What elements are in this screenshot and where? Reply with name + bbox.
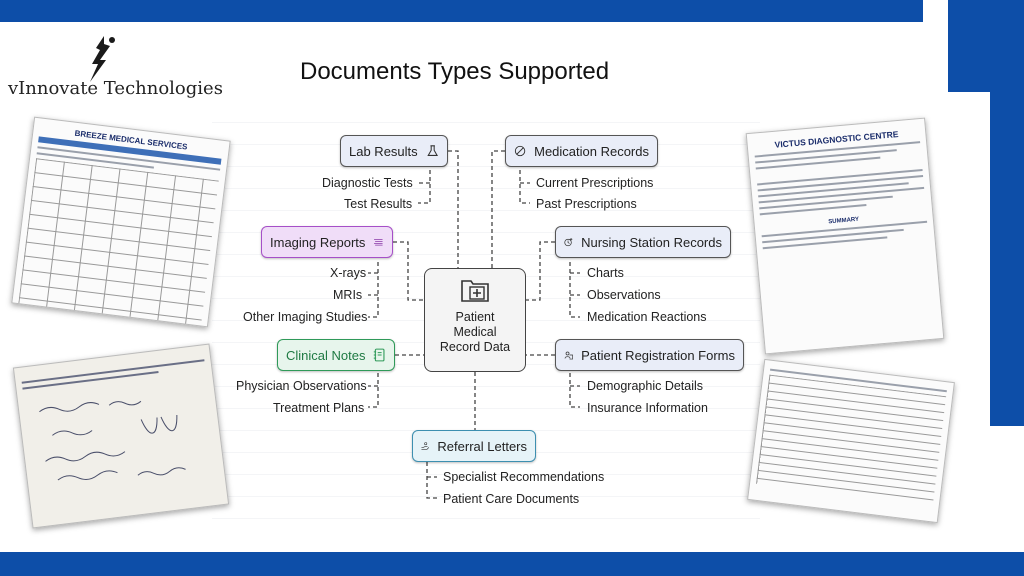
- connector-nursing: [526, 241, 555, 301]
- connector-lab: [448, 150, 459, 268]
- node-nursing-station-records: Nursing Station Records: [555, 226, 731, 258]
- document-table: [17, 158, 219, 328]
- leaf-demographic-details: Demographic Details: [587, 379, 704, 393]
- connector-imaging: [393, 241, 424, 301]
- node-patient-registration-forms: Patient Registration Forms: [555, 339, 744, 371]
- leaf-observations: Observations: [587, 288, 661, 302]
- document-image-diagnostic-report: VICTUS DIAGNOSTIC CENTRE SUMMARY: [745, 117, 945, 355]
- document-line: [755, 156, 880, 170]
- hand-person-icon: [421, 442, 430, 450]
- node-medication-records-label: Medication Records: [534, 143, 649, 159]
- company-logo-icon: [90, 36, 115, 82]
- leaf-other-imaging-studies: Other Imaging Studies: [243, 310, 368, 324]
- leaf-specialist-recommendations: Specialist Recommendations: [443, 470, 605, 484]
- leaf-treatment-plans: Treatment Plans: [273, 401, 365, 415]
- right-accent-strip: [990, 92, 1024, 426]
- leaf-current-prescriptions: Current Prescriptions: [536, 176, 654, 190]
- pill-icon: [514, 145, 526, 157]
- node-nursing-station-records-label: Nursing Station Records: [581, 234, 722, 250]
- flask-icon: [426, 145, 438, 156]
- node-clinical-notes-label: Clinical Notes: [286, 347, 366, 363]
- node-lab-results: Lab Results: [340, 135, 448, 167]
- document-image-handwritten-notes: [12, 343, 230, 529]
- connector-referral-items: [426, 462, 437, 499]
- page-title: Documents Types Supported: [300, 58, 610, 85]
- node-imaging-reports-label: Imaging Reports: [270, 234, 366, 250]
- clock-plus-icon: [564, 237, 573, 247]
- connector-nursing-items: [569, 262, 580, 318]
- connector-registration-items: [569, 373, 580, 408]
- node-medication-records: Medication Records: [505, 135, 658, 167]
- company-name: vInnovate Technologies: [8, 78, 223, 99]
- connector-imaging-items: [368, 262, 379, 318]
- leaf-test-results: Test Results: [344, 197, 413, 211]
- bottom-bar: [0, 552, 1024, 576]
- document-image-lab-report: BREEZE MEDICAL SERVICES: [11, 116, 231, 328]
- node-referral-letters-label: Referral Letters: [437, 438, 527, 454]
- node-imaging-reports: Imaging Reports: [261, 226, 393, 258]
- node-lab-results-label: Lab Results: [349, 143, 418, 159]
- leaf-medication-reactions: Medication Reactions: [587, 310, 707, 324]
- node-referral-letters: Referral Letters: [412, 430, 536, 462]
- document-image-registration-form: [747, 358, 955, 524]
- leaf-patient-care-documents: Patient Care Documents: [443, 492, 580, 506]
- leaf-x-rays: X-rays: [330, 266, 367, 280]
- scan-icon: [374, 238, 383, 246]
- center-node-label: Patient Medical Record Data: [439, 310, 511, 354]
- connector-lab-items: [418, 170, 431, 204]
- leaf-charts: Charts: [587, 266, 624, 280]
- id-card-icon: [564, 351, 573, 360]
- notebook-icon: [374, 348, 385, 362]
- node-patient-registration-forms-label: Patient Registration Forms: [581, 347, 735, 363]
- leaf-insurance-information: Insurance Information: [587, 401, 708, 415]
- connector-medication-items: [519, 170, 530, 204]
- document-form-fields: [756, 374, 947, 506]
- leaf-past-prescriptions: Past Prescriptions: [536, 197, 637, 211]
- folder-medical-icon: [461, 280, 489, 302]
- leaf-diagnostic-tests: Diagnostic Tests: [322, 176, 413, 190]
- top-bar: [0, 0, 923, 22]
- connector-clinical-items: [368, 373, 379, 408]
- document-line: [762, 236, 887, 250]
- leaf-physician-observations: Physician Observations: [236, 379, 367, 393]
- connector-medication: [491, 150, 505, 268]
- node-clinical-notes: Clinical Notes: [277, 339, 395, 371]
- handwriting-scribbles: [39, 400, 186, 481]
- right-accent-block: [948, 0, 1024, 92]
- leaf-mris: MRIs: [333, 288, 363, 302]
- center-node: Patient Medical Record Data: [424, 268, 526, 372]
